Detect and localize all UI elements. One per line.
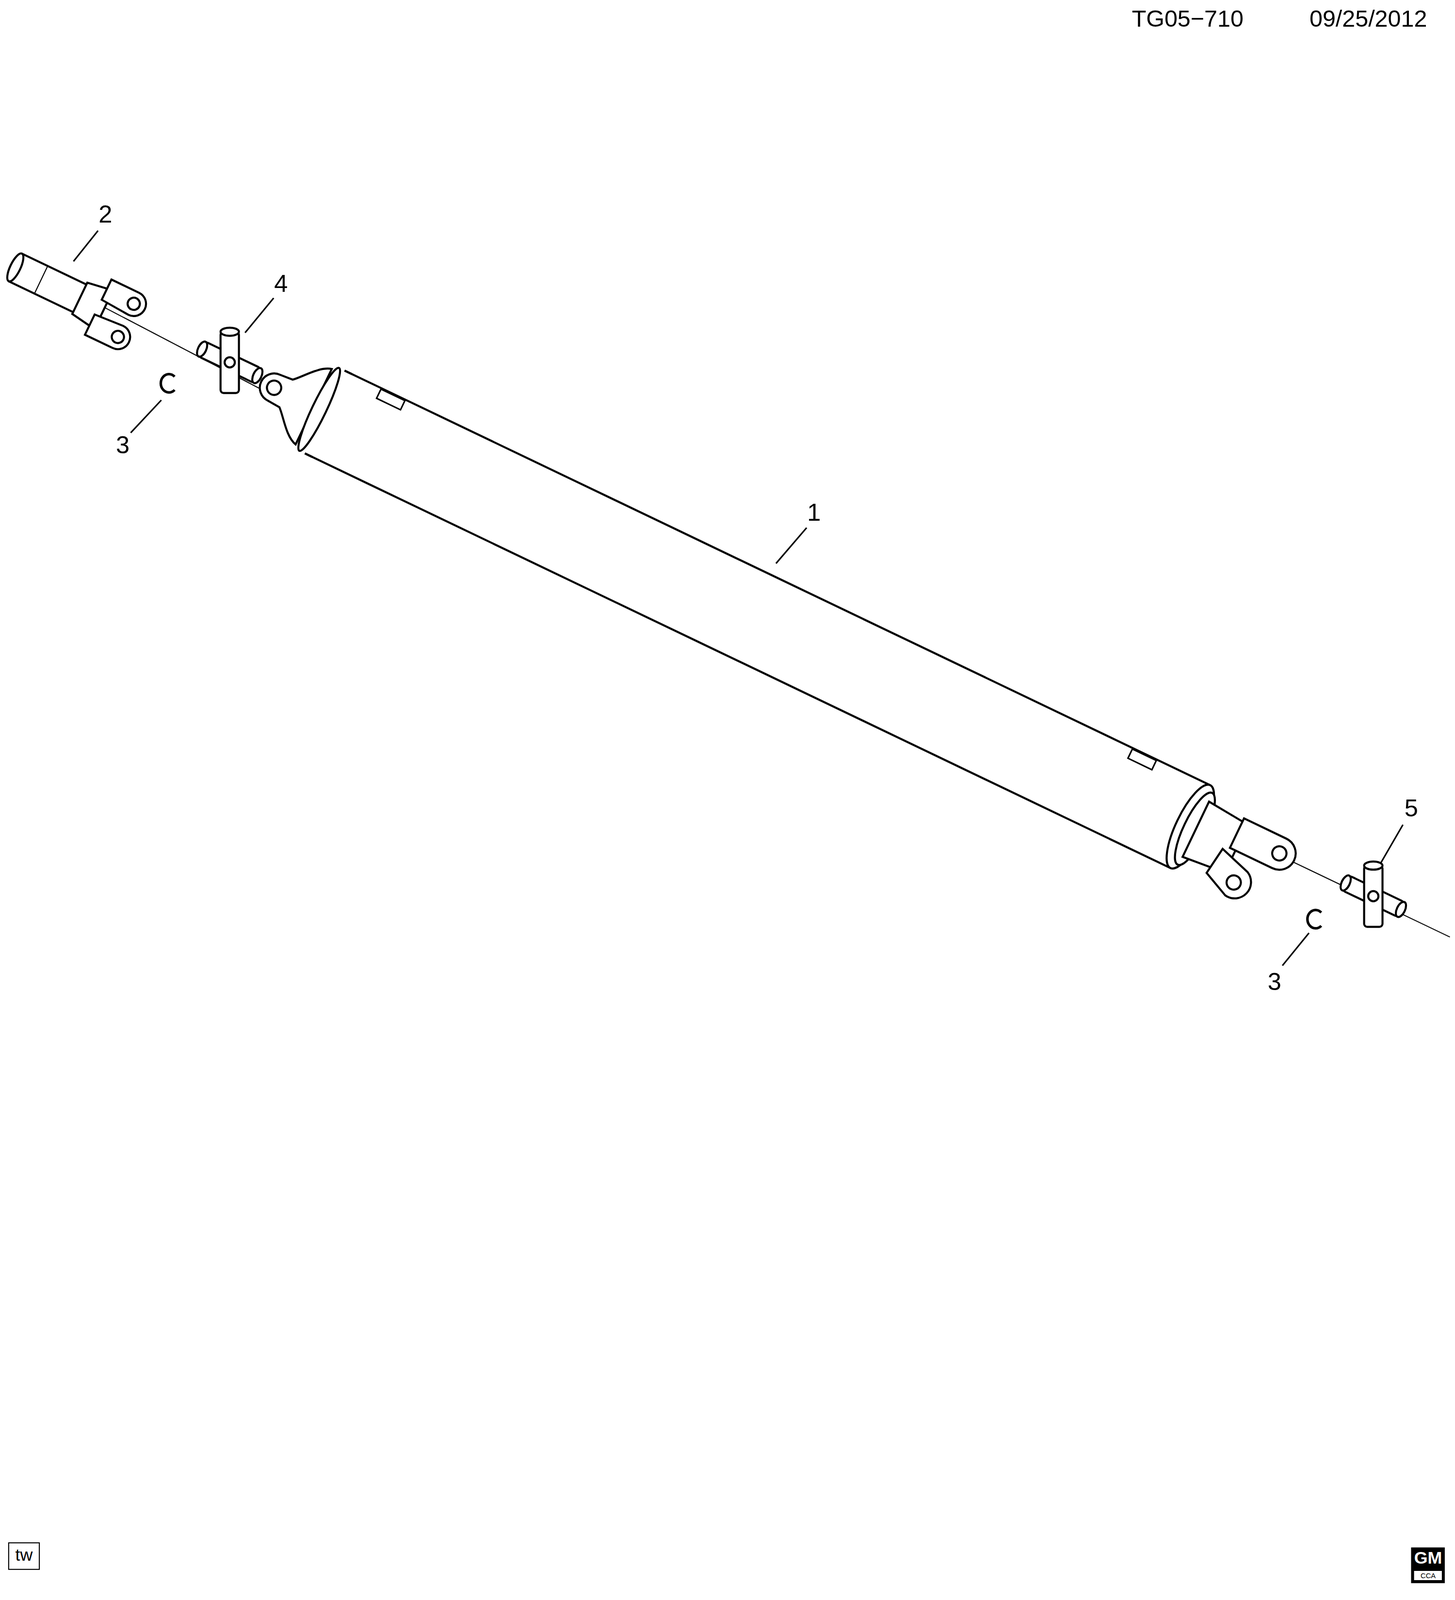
snap-ring — [161, 374, 1322, 929]
drawing-line — [73, 230, 99, 262]
drawing-ellipse — [1364, 861, 1383, 871]
gm-logo: GM CCA — [1410, 1548, 1445, 1585]
drawing-circle — [109, 328, 127, 346]
revision-box: tw — [8, 1542, 40, 1570]
drawing-circle — [1368, 891, 1379, 902]
node-text: CCA — [1417, 1571, 1439, 1580]
callout-number: 3 — [1267, 970, 1282, 995]
drawing-ellipse — [1338, 873, 1354, 893]
leader-lines — [73, 230, 1404, 967]
drawing-ellipse — [1393, 900, 1409, 920]
callout-number: 2 — [98, 202, 113, 227]
logo-subbox: CCA — [1414, 1570, 1443, 1581]
propeller-shaft — [240, 340, 1308, 917]
drawing-ellipse — [3, 251, 27, 284]
drawing-path — [305, 370, 353, 457]
drawing-circle — [264, 378, 284, 398]
drawing-line — [344, 370, 1211, 786]
drawing-line — [8, 281, 76, 313]
drawing-path — [1307, 910, 1322, 929]
centerlines — [102, 306, 1451, 938]
callout-number: 4 — [274, 271, 288, 297]
drawing-line — [1282, 933, 1310, 966]
drawing-path — [1201, 847, 1261, 905]
drawing-line — [34, 266, 48, 294]
drawing-rect — [376, 389, 405, 411]
drawing-rect — [305, 370, 1211, 869]
callout-number: 3 — [115, 433, 130, 458]
callout-number: 1 — [807, 500, 821, 526]
drawing-rect — [1128, 749, 1157, 771]
universal-joint — [194, 327, 265, 394]
drawing-line — [21, 253, 89, 286]
drawing-line — [102, 306, 285, 402]
drawing-line — [130, 400, 162, 433]
date-stamp: 09/25/2012 — [1309, 7, 1427, 31]
drawing-line — [776, 527, 807, 564]
drawing-circle — [1224, 873, 1244, 892]
drawing-circle — [125, 295, 143, 313]
universal-joint — [1338, 861, 1409, 928]
node-text: GM — [1414, 1550, 1443, 1569]
drawing-rect — [220, 331, 240, 393]
drawing-line — [244, 298, 274, 334]
slip-yoke — [0, 237, 150, 354]
drawing-line — [1380, 824, 1403, 864]
drawing-ellipse — [194, 339, 210, 359]
node-text: tw — [15, 1546, 33, 1566]
drawing-ellipse — [250, 366, 265, 386]
drawing-ellipse — [292, 365, 346, 455]
drawing-id: TG05−710 — [1131, 7, 1244, 31]
drawing-path — [161, 374, 175, 393]
drawing-path — [100, 279, 151, 321]
drawing-line — [305, 453, 1171, 869]
drawing-ellipse — [220, 327, 240, 337]
drawing-rect — [1364, 865, 1383, 927]
drawing-path — [84, 312, 135, 354]
drawing-circle — [1269, 843, 1289, 863]
callout-number: 5 — [1404, 796, 1419, 822]
drawing-circle — [224, 357, 235, 368]
